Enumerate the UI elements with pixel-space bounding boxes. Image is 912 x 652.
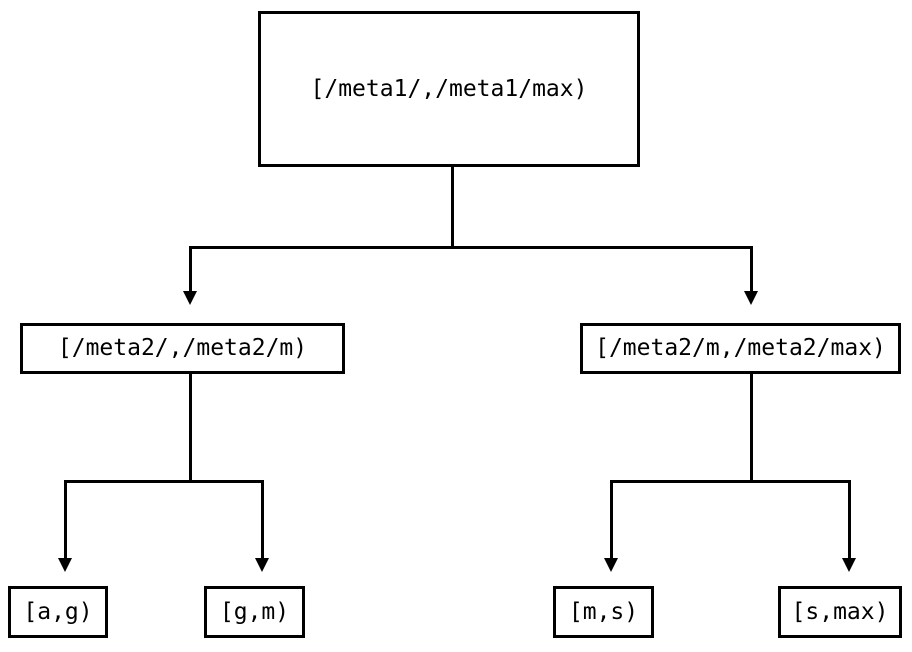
- edge-mid-right-stem: [750, 374, 753, 483]
- edge-mid-left-to-leaf-a-g: [64, 480, 67, 558]
- node-leaf-g-m[interactable]: [g,m): [204, 586, 305, 638]
- arrow-head-leaf-a-g-icon: [58, 558, 72, 572]
- arrow-head-leaf-m-s-icon: [604, 558, 618, 572]
- node-mid-left-label: [/meta2/,/meta2/m): [57, 335, 308, 361]
- node-leaf-m-s-label: [m,s): [568, 598, 639, 625]
- edge-root-crossbar: [189, 246, 753, 249]
- edge-mid-left-crossbar: [64, 480, 264, 483]
- edge-mid-left-to-leaf-g-m: [261, 480, 264, 558]
- node-leaf-g-m-label: [g,m): [219, 598, 290, 625]
- node-mid-left[interactable]: [/meta2/,/meta2/m): [20, 323, 345, 374]
- node-leaf-a-g-label: [a,g): [23, 598, 93, 625]
- arrow-head-leaf-s-max-icon: [842, 558, 856, 572]
- edge-mid-right-to-leaf-s-max: [848, 480, 851, 558]
- edge-mid-right-crossbar: [610, 480, 851, 483]
- arrow-head-leaf-g-m-icon: [255, 558, 269, 572]
- edge-root-stem: [451, 167, 454, 249]
- edge-mid-right-to-leaf-m-s: [610, 480, 613, 558]
- node-leaf-s-max[interactable]: [s,max): [778, 586, 902, 638]
- arrow-head-mid-right-icon: [744, 291, 758, 305]
- node-mid-right-label: [/meta2/m,/meta2/max): [595, 335, 886, 361]
- node-leaf-s-max-label: [s,max): [791, 598, 889, 625]
- node-root[interactable]: [/meta1/,/meta1/max): [258, 11, 640, 167]
- edge-mid-left-stem: [189, 374, 192, 483]
- node-leaf-m-s[interactable]: [m,s): [553, 586, 654, 638]
- arrow-head-mid-left-icon: [183, 291, 197, 305]
- edge-root-to-mid-left: [189, 246, 192, 292]
- edge-root-to-mid-right: [750, 246, 753, 292]
- node-leaf-a-g[interactable]: [a,g): [8, 586, 108, 638]
- node-mid-right[interactable]: [/meta2/m,/meta2/max): [580, 323, 901, 374]
- node-root-label: [/meta1/,/meta1/max): [310, 75, 588, 102]
